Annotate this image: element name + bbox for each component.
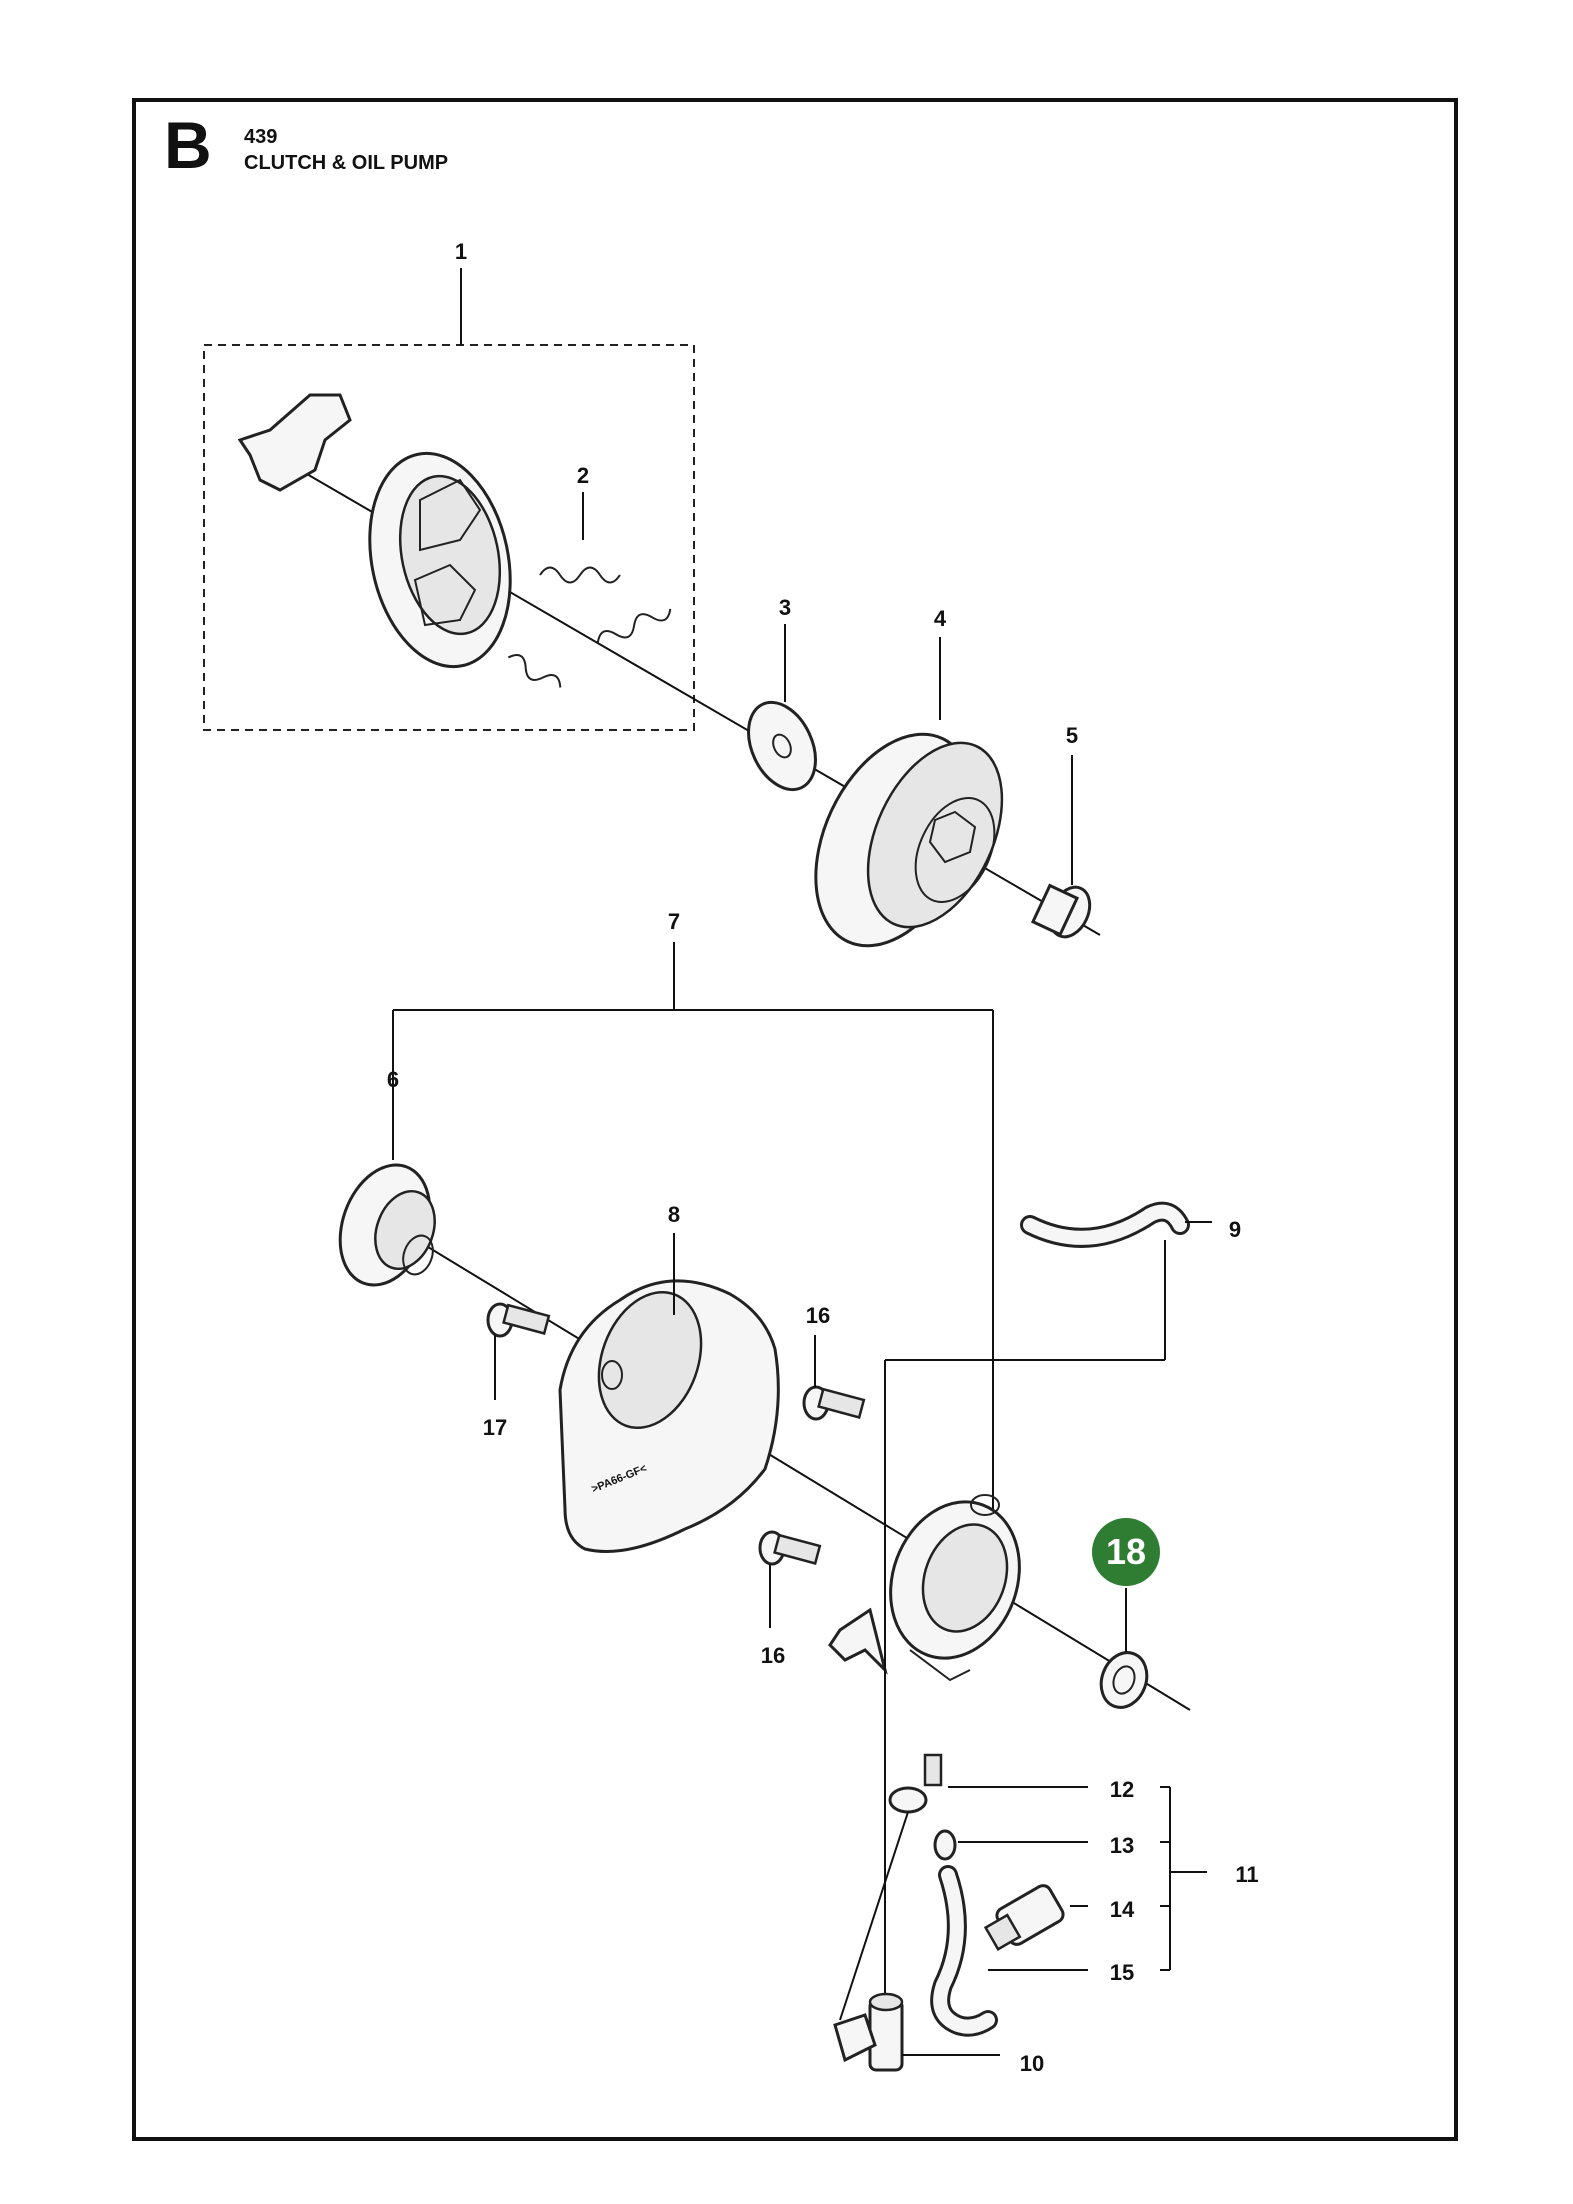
callout-3: 3	[778, 595, 792, 620]
callout-16-top: 16	[805, 1303, 831, 1328]
callout-14: 14	[1109, 1897, 1135, 1922]
callout-11: 11	[1235, 1862, 1259, 1887]
pump-washer	[1099, 1588, 1149, 1709]
diagram-title: CLUTCH & OIL PUMP	[244, 152, 449, 174]
oil-outlet-connector	[833, 1992, 904, 2072]
screw	[486, 1302, 551, 1400]
callout-12: 12	[1109, 1777, 1135, 1802]
worm-gear	[338, 1163, 436, 1287]
clutch-hub	[237, 393, 512, 669]
callout-10: 10	[1019, 2051, 1045, 2076]
washer	[747, 624, 817, 792]
oil-pump	[828, 1494, 1021, 1682]
callout-1: 1	[454, 239, 468, 264]
callout-15: 15	[1109, 1960, 1135, 1985]
callout-2: 2	[576, 463, 590, 488]
pump-cover-plate	[558, 1233, 780, 1553]
oil-filter	[983, 1884, 1065, 1951]
clutch-drum	[814, 637, 1004, 948]
screw	[758, 1530, 822, 1628]
clutch-spring	[507, 492, 672, 688]
callout-6: 6	[386, 1067, 400, 1092]
model-number: 439	[244, 126, 278, 148]
callout-17: 17	[482, 1415, 508, 1440]
screw	[802, 1335, 866, 1421]
callout-4: 4	[933, 606, 947, 631]
diagram-frame	[132, 98, 1458, 2141]
callout-5: 5	[1065, 723, 1079, 748]
pump-axis-line	[399, 1229, 1191, 1711]
callout-8: 8	[667, 1202, 681, 1227]
callout-13: 13	[1109, 1833, 1135, 1858]
callout-7: 7	[667, 909, 681, 934]
suction-hose	[930, 1865, 998, 2037]
callout-9: 9	[1228, 1217, 1242, 1242]
hose-nipple	[933, 1829, 957, 1861]
section-letter: B	[164, 108, 212, 182]
callout-16-bottom: 16	[760, 1643, 786, 1668]
highlighted-callout-18[interactable]: 18	[1092, 1518, 1160, 1586]
clutch-assembly-box	[203, 344, 695, 731]
oil-hose	[884, 1201, 1212, 2055]
needle-bearing	[1030, 755, 1092, 939]
hose-grommet	[888, 1753, 943, 1814]
